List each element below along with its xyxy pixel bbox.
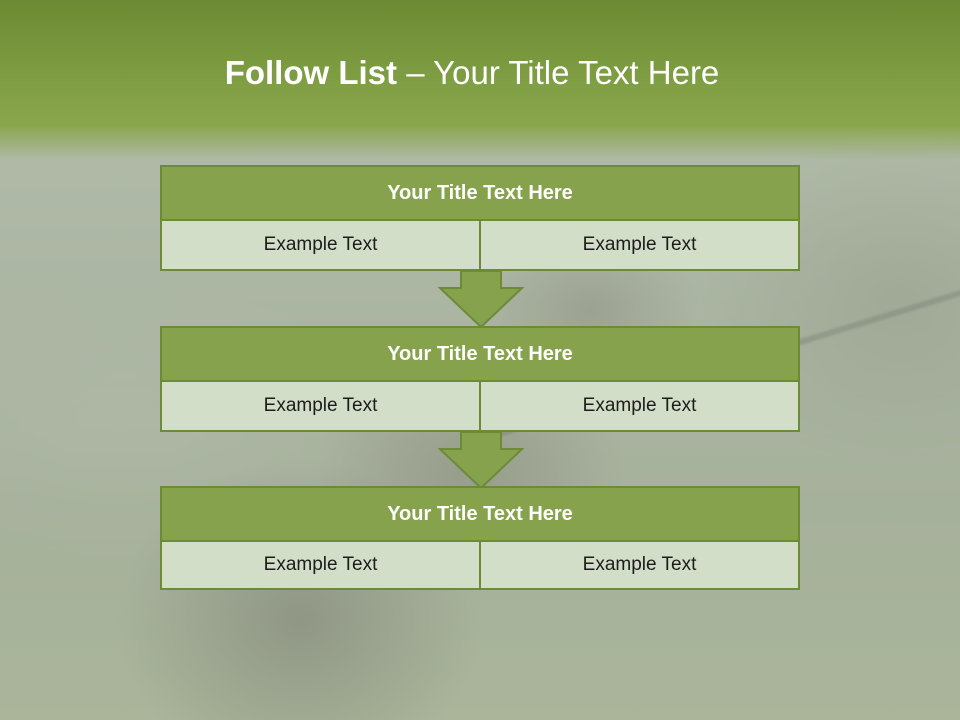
down-arrow-icon <box>438 431 524 489</box>
block-cell-left: Example Text <box>160 221 481 271</box>
slide-title-bold: Follow List <box>224 54 398 91</box>
block-cell-left: Example Text <box>160 382 481 432</box>
list-block-3: Your Title Text Here Example Text Exampl… <box>160 486 800 590</box>
title-band <box>0 0 960 160</box>
block-title: Your Title Text Here <box>160 326 800 382</box>
block-cell-right: Example Text <box>481 382 800 432</box>
block-title: Your Title Text Here <box>160 486 800 542</box>
block-title: Your Title Text Here <box>160 165 800 221</box>
block-cell-left: Example Text <box>160 542 481 590</box>
list-block-1: Your Title Text Here Example Text Exampl… <box>160 165 800 271</box>
block-cell-right: Example Text <box>481 542 800 590</box>
block-row: Example Text Example Text <box>160 542 800 590</box>
block-cell-right: Example Text <box>481 221 800 271</box>
list-block-2: Your Title Text Here Example Text Exampl… <box>160 326 800 432</box>
block-row: Example Text Example Text <box>160 382 800 432</box>
slide-title-rest: – Your Title Text Here <box>397 54 720 91</box>
slide-title: Follow List – Your Title Text Here <box>0 54 944 92</box>
block-row: Example Text Example Text <box>160 221 800 271</box>
down-arrow-icon <box>438 270 524 328</box>
